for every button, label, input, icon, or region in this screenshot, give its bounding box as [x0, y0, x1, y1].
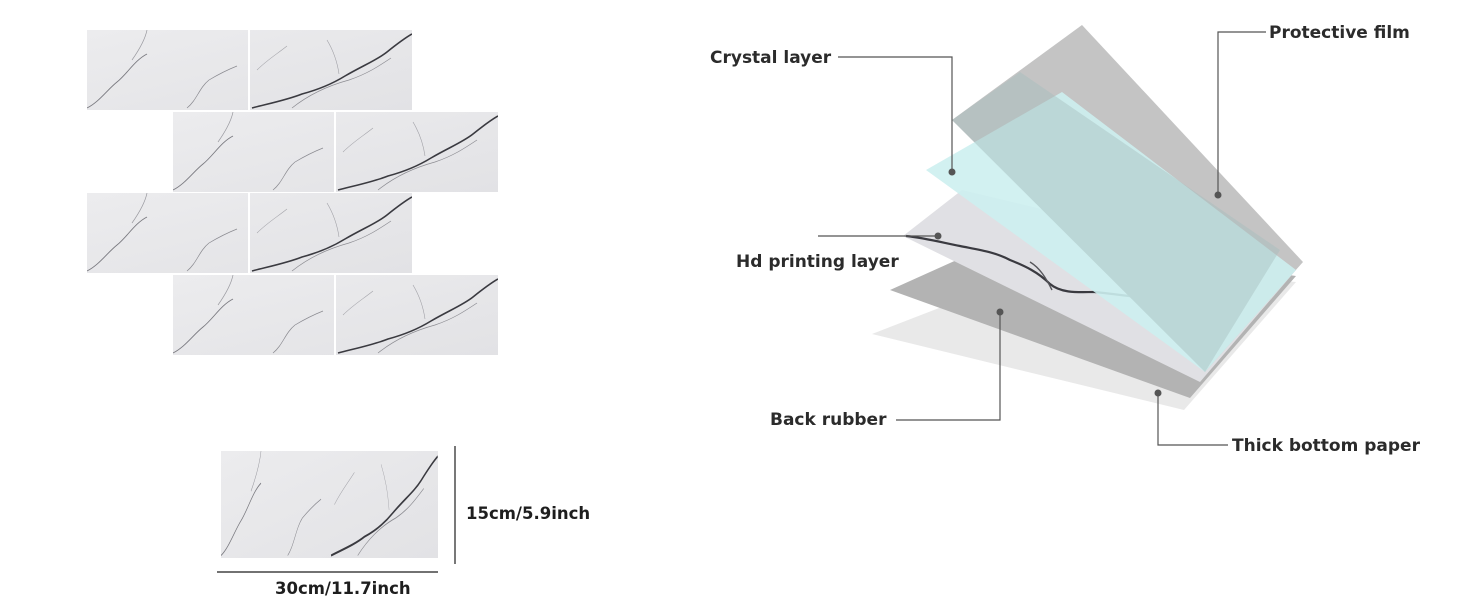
crystal-leader [838, 56, 953, 172]
hd-printing-layer-label: Hd printing layer [736, 252, 899, 272]
back-rubber-label: Back rubber [770, 410, 887, 430]
marble-vein-fine [1029, 261, 1053, 291]
layer-stack [872, 25, 1303, 410]
tile-row-1 [87, 30, 412, 110]
bottom-paper-leader [1157, 393, 1228, 446]
tile-row-3 [87, 193, 412, 273]
protective-dot [1214, 191, 1222, 199]
crystal-layer [926, 92, 1296, 372]
protective-leader [1217, 31, 1266, 195]
leader-dots [934, 168, 1222, 397]
crystal-dot [948, 168, 956, 176]
crystal-layer-label: Crystal layer [710, 48, 832, 68]
tile-row-4 [173, 275, 498, 355]
single-tile [221, 451, 438, 558]
tile-wall [87, 30, 498, 355]
back-rubber-leader [896, 312, 1001, 421]
hd-printing-dot [934, 232, 942, 240]
film-overlay [952, 72, 1280, 372]
protective-film-label: Protective film [1269, 23, 1410, 43]
width-label: 30cm/11.7inch [275, 579, 411, 598]
back-rubber-dot [996, 308, 1004, 316]
height-label: 15cm/5.9inch [466, 504, 590, 523]
leader-lines [818, 31, 1266, 446]
thick-bottom-paper-label: Thick bottom paper [1232, 436, 1421, 456]
bottom-paper-dot [1154, 389, 1162, 397]
tile-row-2 [173, 112, 498, 192]
